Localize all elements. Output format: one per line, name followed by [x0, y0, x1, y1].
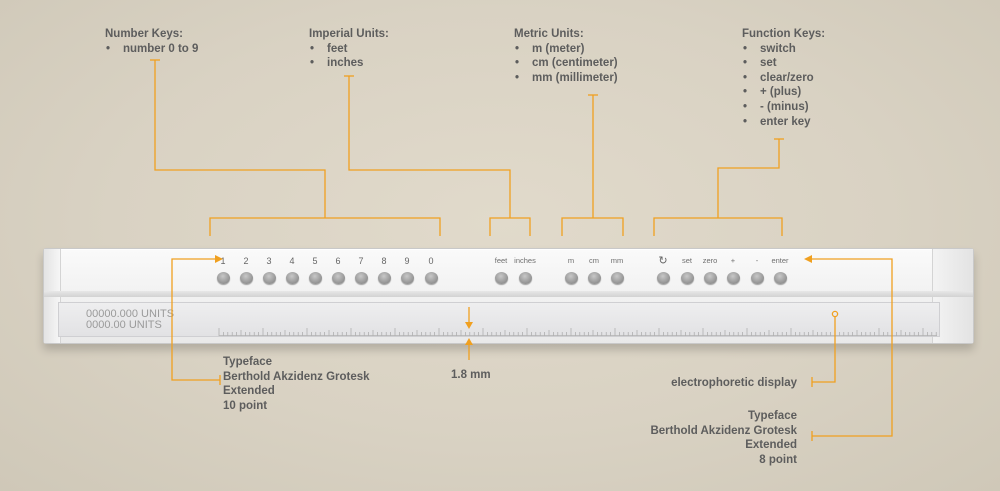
- key-number-1[interactable]: [216, 272, 230, 284]
- key-label-unit-cm: cm: [589, 256, 599, 265]
- key-label-minus: -: [755, 256, 759, 265]
- key-label-plus: +: [730, 256, 736, 265]
- function-item-plus: + (plus): [742, 85, 825, 100]
- key-label-number-1: 1: [220, 256, 226, 266]
- function-item-switch: switch: [742, 42, 825, 57]
- key-label-number-3: 3: [266, 256, 272, 266]
- key-label-number-4: 4: [289, 256, 295, 266]
- metric-item-m: m (meter): [514, 42, 618, 57]
- key-label-number-5: 5: [312, 256, 318, 266]
- imperial-units-label: Imperial Units: feet inches: [309, 27, 389, 71]
- key-number-3[interactable]: [262, 272, 276, 284]
- sync-icon: ↻: [658, 255, 668, 267]
- metric-item-cm: cm (centimeter): [514, 56, 618, 71]
- typeface-left-line: 10 point: [223, 399, 268, 412]
- key-unit-inches[interactable]: [518, 272, 532, 284]
- electrophoretic-screen: 00000.000 UNITS 0000.00 UNITS: [58, 302, 940, 337]
- typeface-right-line: Extended: [745, 439, 797, 452]
- key-unit-m[interactable]: [564, 272, 578, 284]
- key-number-9[interactable]: [400, 272, 414, 284]
- typeface-right-label: Typeface Berthold Akzidenz Grotesk Exten…: [600, 409, 797, 467]
- key-label-unit-mm: mm: [610, 256, 624, 265]
- key-number-2[interactable]: [239, 272, 253, 284]
- key-switch[interactable]: [656, 272, 670, 284]
- key-label-number-8: 8: [381, 256, 387, 266]
- typeface-right-line: Typeface: [747, 410, 797, 422]
- typeface-left-line: Typeface: [223, 356, 273, 368]
- key-label-number-6: 6: [335, 256, 341, 266]
- key-enter[interactable]: [773, 272, 787, 284]
- key-number-6[interactable]: [331, 272, 345, 284]
- key-label-zero: zero: [702, 256, 718, 265]
- readout-line-1: 00000.000 UNITS: [86, 308, 175, 320]
- ruler-scale: [218, 328, 937, 336]
- function-keys-title: Function Keys:: [742, 28, 826, 40]
- imperial-units-title: Imperial Units:: [309, 28, 389, 40]
- function-item-set: set: [742, 56, 825, 71]
- device-ridge: [44, 291, 973, 297]
- function-keys-label: Function Keys: switch set clear/zero + (…: [742, 27, 825, 129]
- metric-units-title: Metric Units:: [514, 28, 584, 40]
- display-label: electrophoretic display: [671, 377, 797, 389]
- key-minus[interactable]: [750, 272, 764, 284]
- key-label-number-0: 0: [428, 256, 434, 266]
- key-label-unit-m: m: [567, 256, 575, 265]
- key-label-enter: enter: [771, 256, 789, 265]
- typeface-left-line: Extended: [223, 385, 275, 398]
- key-label-number-2: 2: [243, 256, 249, 266]
- key-label-number-7: 7: [358, 256, 364, 266]
- key-label-set: set: [681, 256, 692, 265]
- number-keys-label: Number Keys: number 0 to 9: [105, 27, 198, 56]
- imperial-item-inches: inches: [309, 56, 389, 71]
- metric-units-label: Metric Units: m (meter) cm (centimeter) …: [514, 27, 618, 85]
- imperial-item-feet: feet: [309, 42, 389, 57]
- function-item-enter: enter key: [742, 115, 825, 130]
- key-number-8[interactable]: [377, 272, 391, 284]
- key-number-4[interactable]: [285, 272, 299, 284]
- typeface-left-label: Typeface Berthold Akzidenz Grotesk Exten…: [223, 355, 370, 413]
- metric-item-mm: mm (millimeter): [514, 71, 618, 86]
- key-unit-mm[interactable]: [610, 272, 624, 284]
- function-item-minus: - (minus): [742, 100, 825, 115]
- key-number-7[interactable]: [354, 272, 368, 284]
- key-set[interactable]: [680, 272, 694, 284]
- key-number-0[interactable]: [424, 272, 438, 284]
- key-label-unit-inches: inches: [514, 256, 536, 265]
- key-zero[interactable]: [703, 272, 717, 284]
- key-unit-feet[interactable]: [494, 272, 508, 284]
- number-keys-title: Number Keys:: [105, 28, 183, 40]
- key-plus[interactable]: [726, 272, 740, 284]
- key-number-5[interactable]: [308, 272, 322, 284]
- key-label-number-9: 9: [404, 256, 410, 266]
- number-keys-item: number 0 to 9: [105, 42, 198, 57]
- typeface-right-line: Berthold Akzidenz Grotesk: [650, 424, 797, 437]
- typeface-left-line: Berthold Akzidenz Grotesk: [223, 370, 370, 383]
- function-item-clear: clear/zero: [742, 71, 825, 86]
- typeface-right-line: 8 point: [759, 453, 797, 466]
- thickness-label: 1.8 mm: [451, 369, 491, 381]
- readout-line-2: 0000.00 UNITS: [86, 319, 162, 331]
- ruler-calculator-device: 00000.000 UNITS 0000.00 UNITS 1 2 3 4 5 6 7 8 9 0…: [43, 248, 974, 344]
- key-label-unit-feet: feet: [494, 256, 508, 265]
- key-unit-cm[interactable]: [587, 272, 601, 284]
